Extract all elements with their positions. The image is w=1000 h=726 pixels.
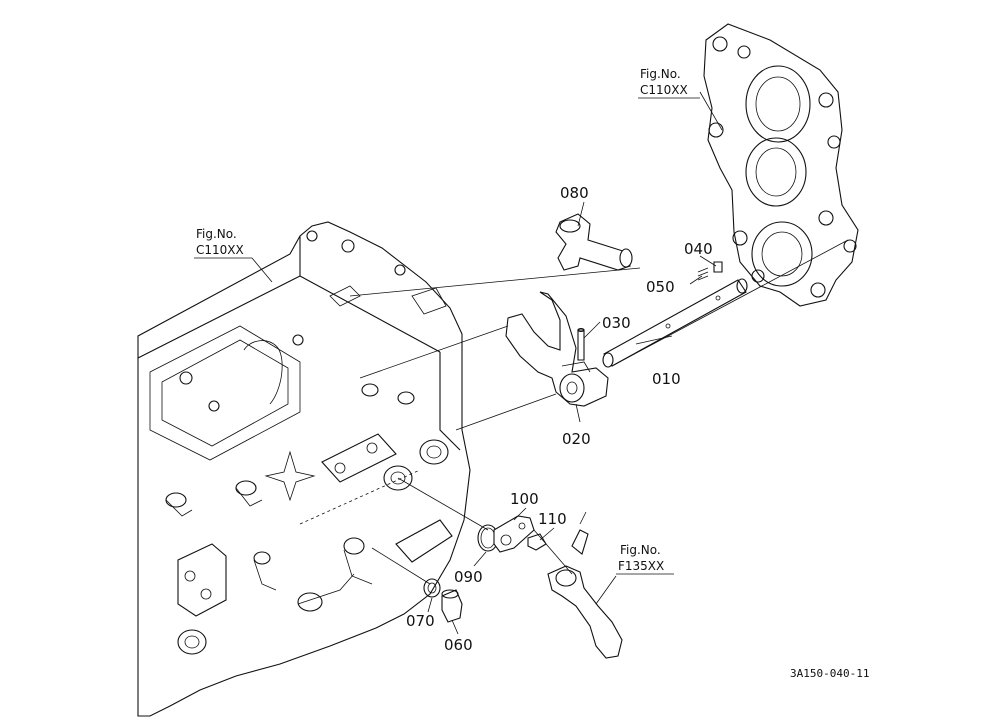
drawing-code: 3A150-040-11 (790, 667, 869, 680)
shift-arm (547, 529, 623, 659)
figure-ref-label: Fig.No. (620, 543, 661, 557)
figure-ref-upper-right: Fig.No. C110XX (638, 67, 700, 99)
figure-ref-lower-right: Fig.No. F135XX (616, 543, 674, 575)
part-callouts: 010 020 030 040 050 060 070 080 090 100 … (406, 184, 713, 654)
pin-030 (577, 327, 585, 361)
part-number-070: 070 (406, 612, 435, 630)
figure-ref-left: Fig.No. C110XX (194, 227, 252, 259)
transmission-case (137, 221, 471, 717)
shift-fork-020 (505, 291, 609, 407)
lever-080 (555, 213, 633, 271)
part-number-060: 060 (444, 636, 473, 654)
spring-050 (697, 267, 709, 281)
figure-ref-code: F135XX (618, 559, 664, 573)
part-number-080: 080 (560, 184, 589, 202)
part-number-100: 100 (510, 490, 539, 508)
assembly-lines (349, 239, 849, 585)
part-number-030: 030 (602, 314, 631, 332)
part-number-020: 020 (562, 430, 591, 448)
figure-ref-label: Fig.No. (640, 67, 681, 81)
part-number-040: 040 (684, 240, 713, 258)
part-number-110: 110 (538, 510, 567, 528)
part-number-050: 050 (646, 278, 675, 296)
part-number-010: 010 (652, 370, 681, 388)
washer-070 (423, 578, 441, 598)
screw-110 (527, 533, 547, 551)
figure-ref-code: C110XX (196, 243, 244, 257)
leader-lines (251, 91, 723, 635)
figure-ref-code: C110XX (640, 83, 688, 97)
pin-040 (713, 261, 723, 273)
part-number-090: 090 (454, 568, 483, 586)
cover-plate (703, 23, 859, 307)
shaft-010 (602, 278, 748, 368)
plate-100 (493, 515, 535, 553)
figure-ref-label: Fig.No. (196, 227, 237, 241)
bolt-060 (441, 589, 463, 623)
